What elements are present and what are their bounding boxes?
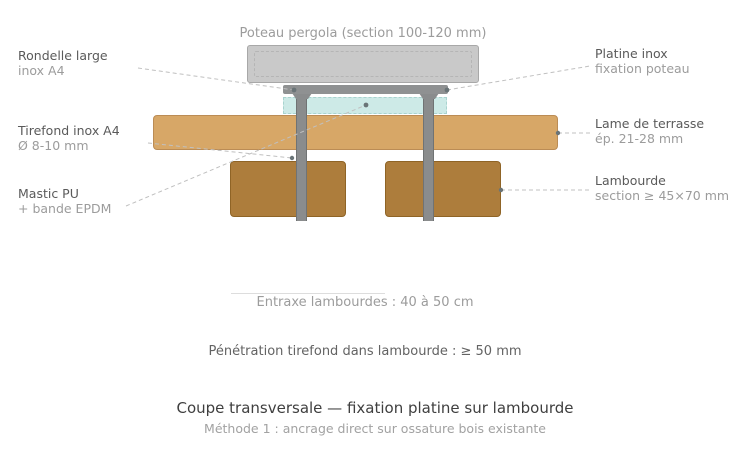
callout-washer-subtitle: inox A4 [18, 63, 65, 78]
pergola-post-shape [247, 45, 479, 83]
callout-washer-title: Rondelle large [18, 48, 108, 63]
callout-joist: Lambourde section ≥ 45×70 mm [595, 173, 729, 203]
post-section-label: Poteau pergola (section 100-120 mm) [239, 26, 487, 41]
lag-screw-right-shaft [423, 96, 434, 221]
joist-spacing-note: Entraxe lambourdes : 40 à 50 cm [256, 295, 474, 310]
joist-right-shape [385, 161, 501, 217]
dot-lag-screw [289, 155, 295, 161]
callout-washer: Rondelle large inox A4 [18, 48, 108, 78]
lag-screw-left-shaft [296, 96, 307, 221]
lag-screw-right-head [419, 93, 439, 99]
callout-plate: Platine inox fixation poteau [595, 46, 690, 76]
callout-mastic-subtitle: + bande EPDM [18, 201, 112, 216]
callout-deck-board-subtitle: ép. 21-28 mm [595, 131, 684, 146]
callout-lag-screw-title: Tirefond inox A4 [18, 123, 120, 138]
deck-board-shape [153, 115, 558, 150]
fixing-plate-shape [283, 85, 448, 94]
callout-deck-board-title: Lame de terrasse [595, 116, 705, 131]
callout-plate-title: Platine inox [595, 46, 668, 61]
callout-lag-screw: Tirefond inox A4 Ø 8-10 mm [18, 123, 120, 153]
lag-screw-left-head [292, 93, 312, 99]
callout-lag-screw-subtitle: Ø 8-10 mm [18, 138, 89, 153]
callout-mastic-title: Mastic PU [18, 186, 79, 201]
diagram-subtitle: Méthode 1 : ancrage direct sur ossature … [204, 421, 546, 436]
diagram-title: Coupe transversale — fixation platine su… [176, 399, 574, 417]
joist-left-shape [230, 161, 346, 217]
callout-plate-subtitle: fixation poteau [595, 61, 690, 76]
callout-joist-subtitle: section ≥ 45×70 mm [595, 188, 730, 203]
callout-deck-board: Lame de terrasse ép. 21-28 mm [595, 116, 704, 146]
callout-mastic: Mastic PU + bande EPDM [18, 186, 111, 216]
pergola-post-inner-dashed [254, 51, 472, 77]
screw-penetration-note: Pénétration tirefond dans lambourde : ≥ … [208, 344, 522, 359]
callout-joist-title: Lambourde [595, 173, 666, 188]
joist-spacing-dimension-line [231, 293, 385, 294]
